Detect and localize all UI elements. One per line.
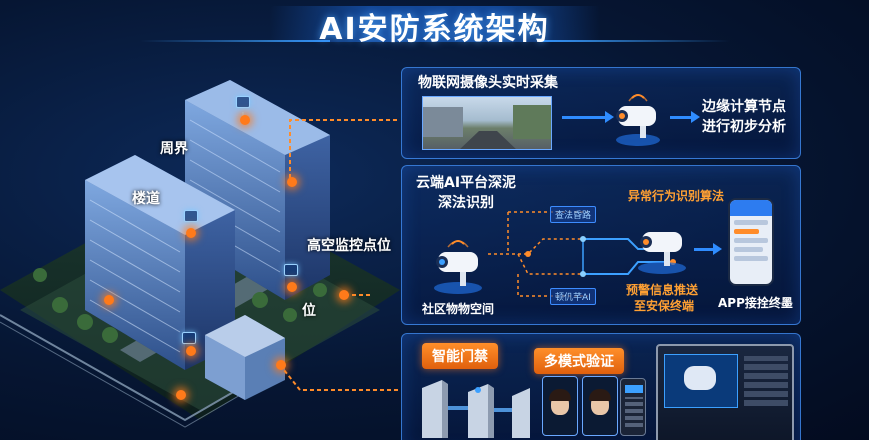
control-panel-screen [656, 344, 794, 440]
monitor-node [104, 295, 114, 305]
monitor-node [240, 115, 250, 125]
label-corridor: 楼道 [132, 191, 160, 207]
monitor-node [176, 390, 186, 400]
flow-arrow [562, 111, 614, 123]
edge-node-line2: 进行初步分析 [702, 119, 786, 135]
title-highlight [270, 6, 600, 42]
title-area: AI安防系统架构 [0, 0, 869, 56]
alert-line2: 至安保终端 [634, 299, 695, 313]
page-title: AI安防系统架构 [319, 12, 550, 47]
label-perimeter: 周界 [160, 141, 188, 157]
camera-icon [638, 232, 686, 274]
smart-gate-label: 智能门禁 [422, 343, 498, 369]
camera-pin-icon [284, 264, 298, 276]
flow-arrow [670, 111, 700, 123]
cloud-heading-line1: 云端AI平台深泥 [416, 175, 517, 191]
monitor-node [186, 228, 196, 238]
phone-app-mockup [728, 198, 774, 286]
camera-pin-icon [184, 210, 198, 222]
camera-pin-icon [182, 332, 196, 344]
monitor-node [339, 290, 349, 300]
mini-label-top: 查法昏路 [550, 206, 597, 223]
monitor-node [186, 346, 196, 356]
monitor-node [276, 360, 286, 370]
title-decor-left [140, 40, 330, 42]
app-terminal-label: APP接拴终墨 [718, 296, 793, 310]
panel-access-control: 智能门禁 多模式验证 [401, 333, 801, 440]
street-camera-image [422, 96, 552, 150]
buildings-illustration [0, 80, 400, 428]
panel-cloud-ai: 云端AI平台深泥 深法识别 社区物物空间 查法昏路 顿仉芊AI 异常行为识别算法… [401, 165, 801, 325]
face-verify-screen-1 [542, 376, 578, 436]
title-decor-right [540, 40, 730, 42]
community-space-label: 社区物物空间 [422, 302, 495, 316]
label-position: 位 [302, 303, 316, 319]
edge-node-line1: 边缘计算节点 [702, 99, 786, 115]
camera-icon [434, 240, 482, 294]
label-high-point: 高空监控点位 [307, 238, 391, 254]
panel-capture: 物联网摄像头实时采集 边缘计算节点 进行初步分析 [401, 67, 801, 159]
turnstile-gates-illustration [422, 380, 530, 438]
monitor-node [287, 177, 297, 187]
monitor-node [287, 282, 297, 292]
cloud-heading-line2: 深法识别 [438, 195, 494, 211]
camera-icon [616, 94, 660, 146]
abnormal-behavior-label: 异常行为识别算法 [628, 189, 725, 203]
alert-line1: 预警信息推送 [626, 283, 699, 297]
panel-capture-heading: 物联网摄像头实时采集 [418, 75, 558, 91]
mini-label-bottom: 顿仉芊AI [550, 288, 596, 305]
building-scene: 周界 楼道 高空监控点位 位 [0, 60, 400, 440]
face-verify-screen-2 [582, 376, 618, 436]
multi-verify-label: 多模式验证 [534, 348, 624, 374]
keypad-device [620, 378, 646, 436]
flow-arrow [694, 243, 722, 255]
camera-pin-icon [236, 96, 250, 108]
